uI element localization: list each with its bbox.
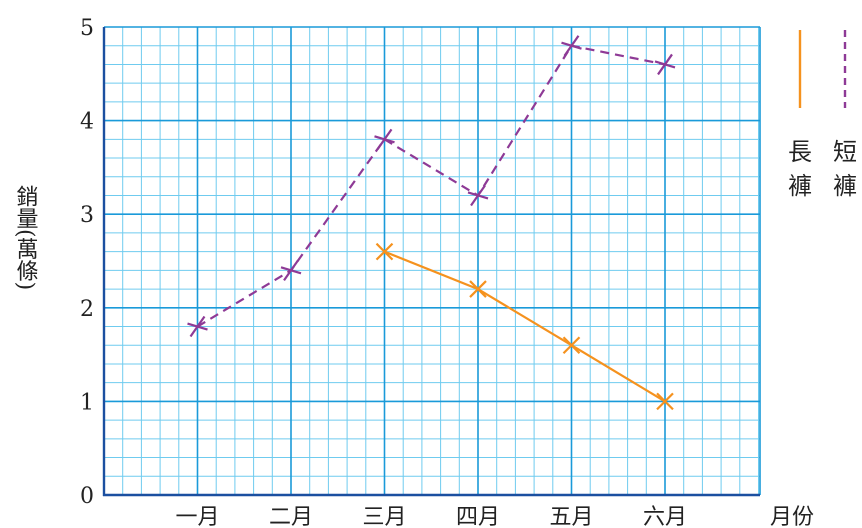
legend-label-char: 長 bbox=[788, 138, 812, 166]
x-tick-labels: 一月 二月 三月 四月 五月 六月 bbox=[175, 505, 687, 528]
data-point bbox=[375, 242, 394, 261]
y-axis-label: 銷量(萬條) bbox=[13, 185, 39, 290]
y-tick-label: 2 bbox=[80, 297, 94, 322]
data-point bbox=[656, 392, 674, 411]
series-2 bbox=[187, 35, 676, 338]
x-tick-label: 一月 bbox=[175, 505, 219, 528]
x-tick-label: 五月 bbox=[549, 505, 593, 528]
major-grid bbox=[104, 26, 761, 496]
y-tick-label: 4 bbox=[80, 110, 94, 135]
series-1 bbox=[375, 242, 674, 411]
minor-grid bbox=[103, 26, 760, 496]
legend-label-char: 褲 bbox=[788, 172, 812, 200]
y-axis-label-text: 銷量(萬條) bbox=[13, 185, 39, 290]
y-tick-label: 5 bbox=[80, 16, 94, 41]
data-point bbox=[374, 128, 395, 150]
y-tick-label: 0 bbox=[80, 484, 94, 509]
data-point bbox=[187, 315, 208, 338]
y-tick-label: 3 bbox=[80, 203, 94, 228]
x-tick-label: 三月 bbox=[362, 505, 406, 528]
legend-label-char: 短 bbox=[833, 138, 857, 166]
legend-item: 長褲 bbox=[788, 30, 812, 200]
series-layer bbox=[187, 35, 676, 411]
data-point bbox=[469, 280, 487, 298]
data-point bbox=[561, 35, 582, 57]
x-tick-label: 六月 bbox=[643, 505, 687, 528]
x-axis-label-text: 月份 bbox=[770, 505, 814, 528]
data-point bbox=[280, 259, 302, 281]
data-point bbox=[467, 184, 489, 207]
y-tick-label: 1 bbox=[80, 390, 94, 415]
legend-label-char: 褲 bbox=[833, 172, 857, 200]
x-tick-label: 二月 bbox=[269, 505, 313, 528]
x-axis-label: 月份 bbox=[770, 505, 814, 528]
x-tick-label: 四月 bbox=[456, 505, 500, 528]
data-point bbox=[562, 336, 581, 355]
series-line bbox=[384, 250, 666, 403]
y-tick-labels: 0 1 2 3 4 5 bbox=[80, 16, 94, 509]
data-point bbox=[654, 53, 676, 76]
legend-item: 短褲 bbox=[833, 30, 857, 200]
series-line bbox=[196, 44, 666, 328]
axes bbox=[102, 27, 760, 497]
